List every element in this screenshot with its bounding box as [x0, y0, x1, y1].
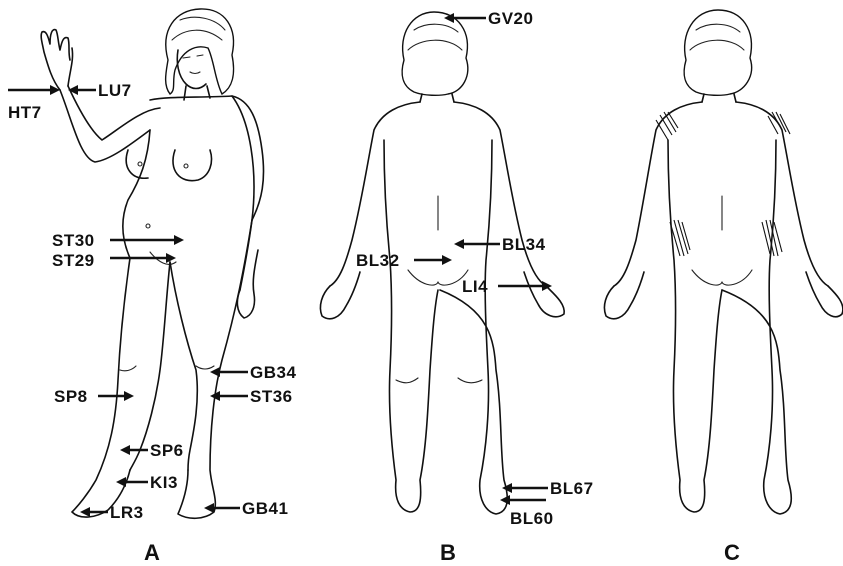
label-bl60: BL60	[510, 509, 554, 528]
label-gb41: GB41	[242, 499, 288, 518]
label-ht7: HT7	[8, 103, 42, 122]
label-gb34: GB34	[250, 363, 296, 382]
panel-letter-b: B	[440, 540, 456, 565]
label-sp6: SP6	[150, 441, 184, 460]
label-st30: ST30	[52, 231, 95, 250]
label-gv20: GV20	[488, 9, 533, 28]
label-lu7: LU7	[98, 81, 132, 100]
label-st29: ST29	[52, 251, 95, 270]
label-bl32: BL32	[356, 251, 400, 270]
hatch-patches	[656, 112, 790, 256]
label-lr3: LR3	[110, 503, 144, 522]
label-sp8: SP8	[54, 387, 88, 406]
label-bl34: BL34	[502, 235, 546, 254]
panel-letter-c: C	[724, 540, 740, 565]
label-bl67: BL67	[550, 479, 594, 498]
panel-letter-a: A	[144, 540, 160, 565]
label-ki3: KI3	[150, 473, 178, 492]
figure-c-back-body	[604, 10, 842, 514]
label-li4: LI4	[462, 277, 488, 296]
label-st36: ST36	[250, 387, 293, 406]
